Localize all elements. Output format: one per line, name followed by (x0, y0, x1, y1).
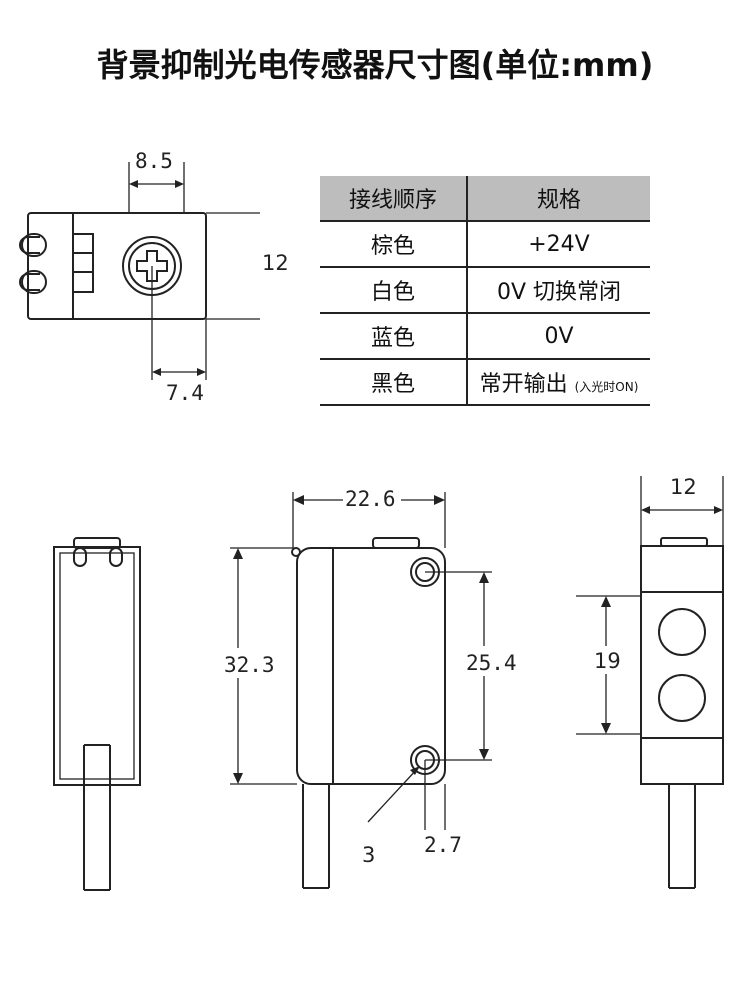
wire-spec: 0V 切换常闭 (496, 280, 622, 305)
wire-color: 黑色 (320, 359, 468, 405)
top-view: 8.5 12 7.4 (19, 149, 289, 405)
wire-note: (入光时ON) (574, 380, 639, 394)
dim-hole-spacing: 25.4 (466, 651, 517, 675)
left-side-view (53, 537, 141, 891)
dim-lens-spacing: 19 (594, 649, 621, 673)
table-row: 黑色 常开输出 (入光时ON) (320, 359, 650, 405)
dim-hole-offset: 2.7 (424, 833, 462, 857)
table-row: 白色 0V 切换常闭 (320, 267, 650, 313)
dim-top-width: 8.5 (135, 149, 173, 173)
dim-side-width: 12 (670, 475, 697, 499)
wire-color: 棕色 (320, 221, 468, 267)
dim-front-height: 32.3 (224, 653, 275, 677)
dim-top-height: 12 (262, 251, 289, 275)
dim-top-offset: 7.4 (166, 381, 204, 405)
wiring-header-spec: 规格 (467, 176, 650, 221)
wire-spec: 常开输出 (479, 372, 568, 397)
dim-hole-diameter: 3 (362, 843, 375, 867)
table-row: 棕色 +24V (320, 221, 650, 267)
wiring-table: 接线顺序 规格 棕色 +24V 白色 0V 切换常闭 蓝色 0V 黑色 常开输出… (320, 176, 650, 406)
wire-color: 白色 (320, 267, 468, 313)
wire-spec: 0V (544, 323, 574, 349)
wire-spec-cell: 常开输出 (入光时ON) (467, 359, 650, 405)
wire-spec: +24V (528, 231, 590, 257)
front-view: 22.6 32.3 25.4 3 2.7 (210, 484, 522, 889)
table-row: 蓝色 0V (320, 313, 650, 359)
right-side-view: 12 19 (576, 475, 724, 889)
wire-color: 蓝色 (320, 313, 468, 359)
dim-front-width: 22.6 (345, 487, 396, 511)
wiring-header-order: 接线顺序 (320, 176, 468, 221)
page-title: 背景抑制光电传感器尺寸图(单位:mm) (96, 46, 654, 84)
